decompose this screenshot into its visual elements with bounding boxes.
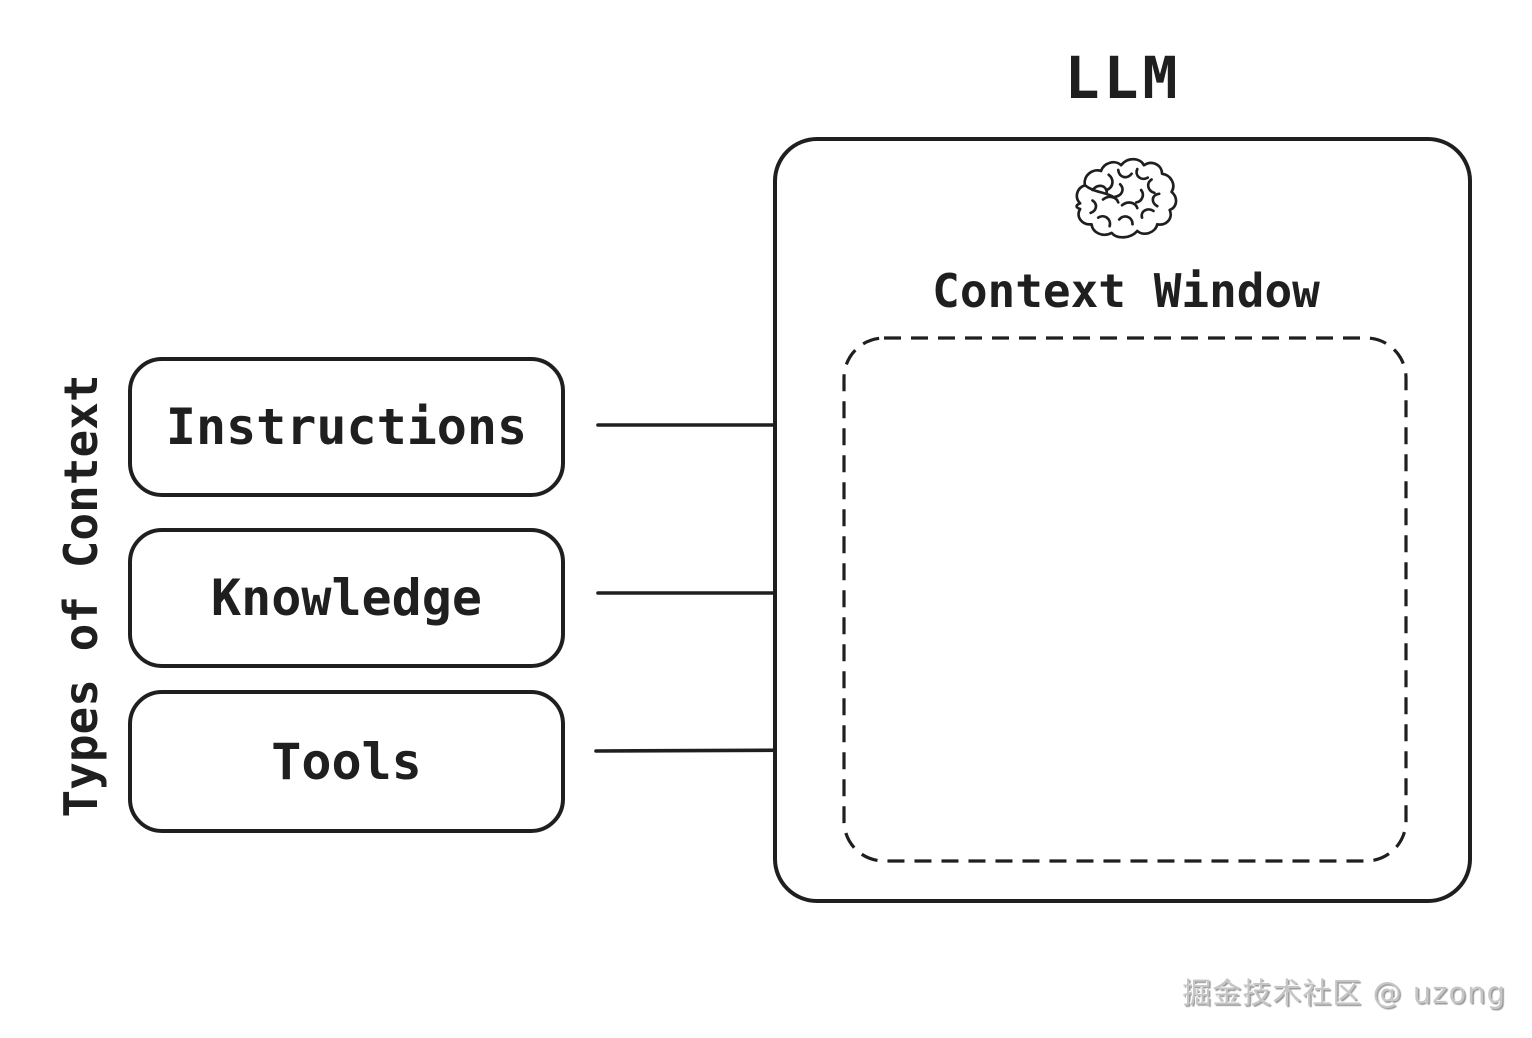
context-window-area — [842, 336, 1408, 863]
instructions-box: Instructions — [128, 357, 565, 497]
knowledge-box: Knowledge — [128, 528, 565, 668]
watermark: 掘金技术社区 @ uzong — [1182, 976, 1506, 1010]
tools-box: Tools — [128, 690, 565, 833]
context-window-label: Context Window — [932, 264, 1320, 318]
types-of-context-label: Types of Context — [54, 374, 108, 818]
tools-label: Tools — [271, 732, 422, 791]
knowledge-label: Knowledge — [211, 569, 482, 627]
llm-title: LLM — [1064, 44, 1182, 112]
brain-icon — [1075, 157, 1178, 239]
llm-box — [773, 137, 1472, 903]
instructions-label: Instructions — [165, 398, 528, 456]
